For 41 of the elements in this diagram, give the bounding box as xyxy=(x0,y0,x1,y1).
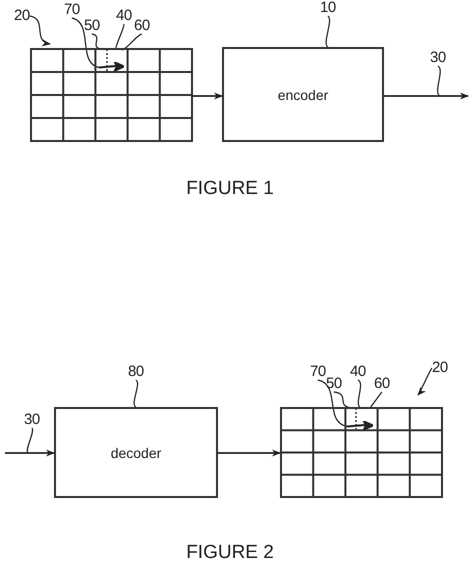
reference-numeral: 40 xyxy=(350,364,366,380)
leader-line xyxy=(122,33,142,51)
leader-line xyxy=(326,16,330,48)
process-box xyxy=(222,47,384,142)
box-label: encoder xyxy=(278,86,328,102)
direction-arrow xyxy=(99,62,124,71)
leader-line xyxy=(30,15,51,46)
box-label: decoder xyxy=(110,444,162,460)
arrow xyxy=(193,92,223,100)
arrow xyxy=(218,449,281,457)
reference-numeral: 70 xyxy=(64,2,80,18)
reference-numeral: 60 xyxy=(134,18,150,34)
figure-caption: FIGURE 2 xyxy=(186,542,274,564)
direction-arrow xyxy=(347,421,373,430)
leader-line xyxy=(417,368,432,396)
reference-numeral: 30 xyxy=(430,50,446,66)
reference-numeral: 20 xyxy=(432,360,448,376)
pixel-grid xyxy=(280,407,443,498)
process-box xyxy=(54,407,218,498)
leader-line xyxy=(115,24,124,49)
arrow xyxy=(5,449,55,457)
reference-numeral: 60 xyxy=(374,376,390,392)
leader-line xyxy=(72,17,100,68)
leader-line xyxy=(92,33,102,50)
leader-line xyxy=(370,392,382,408)
reference-numeral: 20 xyxy=(14,8,30,24)
leader-line xyxy=(358,380,362,408)
reference-numeral: 70 xyxy=(310,364,326,380)
figure-caption: FIGURE 1 xyxy=(186,178,274,200)
reference-numeral: 30 xyxy=(24,412,40,428)
leader-line xyxy=(437,66,441,96)
arrow xyxy=(384,92,469,100)
pixel-grid xyxy=(30,48,193,142)
leader-line xyxy=(26,428,34,454)
leader-line xyxy=(318,379,348,428)
reference-numeral: 10 xyxy=(320,0,336,16)
leader-line xyxy=(134,380,138,408)
reference-numeral: 40 xyxy=(116,8,132,24)
reference-numeral: 80 xyxy=(128,364,144,380)
reference-numeral: 50 xyxy=(326,376,342,392)
reference-numeral: 50 xyxy=(84,18,100,34)
